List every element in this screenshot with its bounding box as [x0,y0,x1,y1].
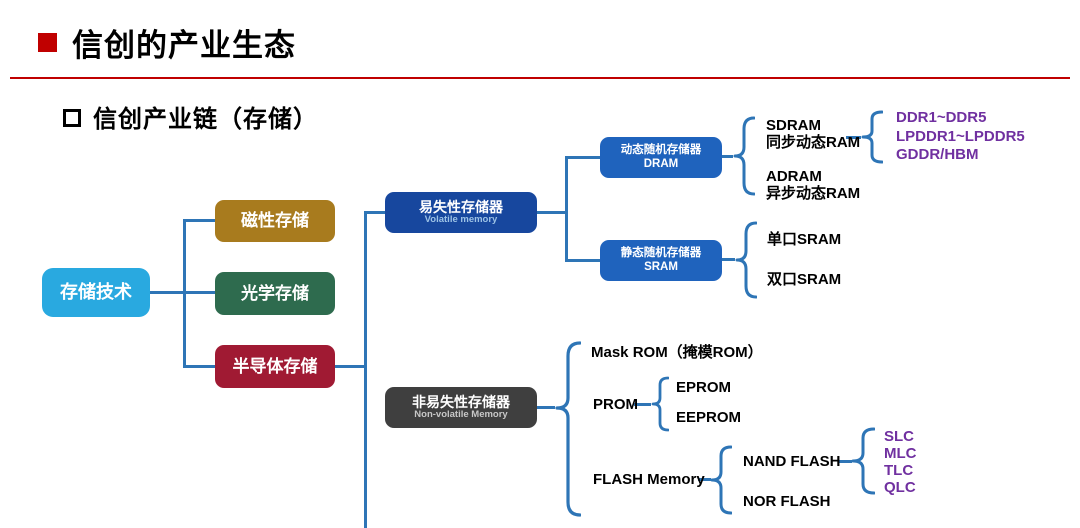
brace-nand-icon [851,427,875,495]
connector-sdram-brace [846,136,861,139]
label-flash-memory: FLASH Memory [593,471,705,488]
brace-dram-icon [733,116,755,196]
connector-to-dram [565,156,600,159]
label-tlc: TLC [884,462,914,479]
title-divider [10,77,1070,79]
node-volatile-subtitle: Volatile memory [424,214,498,226]
node-sram: 静态随机存储器 SRAM [600,240,722,281]
node-dram-title: 动态随机存储器 [620,144,702,157]
label-nand-flash: NAND FLASH [743,453,841,470]
connector-nonvolatile-brace [537,406,555,409]
connector-volatile-out [537,211,567,214]
page-title: 信创的产业生态 [72,28,296,63]
connector-semi-to-trunk [335,365,367,368]
connector-trunk-main [364,211,367,528]
node-storage-tech-label: 存储技术 [60,282,132,303]
node-dram-abbr: DRAM [643,157,679,170]
node-sram-title: 静态随机存储器 [620,247,702,260]
connector-to-semiconductor [183,365,215,368]
node-volatile-title: 易失性存储器 [419,198,503,215]
label-single-port-sram: 单口SRAM [767,231,842,248]
brace-nonvolatile-icon [555,341,581,517]
connector-dram-brace [722,155,733,158]
node-dram: 动态随机存储器 DRAM [600,137,722,178]
node-magnetic-storage: 磁性存储 [215,200,335,242]
label-adram-subtitle: 异步动态RAM [766,185,861,202]
brace-sdram-icon [861,110,883,164]
node-nonvolatile-memory: 非易失性存储器 Non-volatile Memory [385,387,537,428]
connector-trunk-left [183,220,186,368]
label-sdram-types: DDR1~DDR5 LPDDR1~LPDDR5 GDDR/HBM [896,109,1025,165]
label-ddr: DDR1~DDR5 [896,109,987,126]
connector-to-sram [565,259,600,262]
label-mask-rom: Mask ROM（掩模ROM） [591,344,763,361]
brace-sram-icon [735,221,757,299]
label-adram-title: ADRAM [766,168,822,185]
brace-prom-icon [651,376,669,432]
label-eeprom: EEPROM [676,409,742,426]
node-sram-abbr: SRAM [644,260,678,273]
node-optical-label: 光学存储 [241,283,309,303]
title-bullet-icon [38,33,57,52]
label-prom: PROM [593,396,638,413]
section-subtitle: 信创产业链（存储） [93,106,318,133]
node-nonvolatile-subtitle: Non-volatile Memory [414,409,508,421]
label-lpddr: LPDDR1~LPDDR5 [896,127,1025,145]
connector-to-magnetic [183,219,215,222]
label-gddr-hbm: GDDR/HBM [896,146,979,163]
label-qlc: QLC [884,479,916,496]
node-magnetic-label: 磁性存储 [241,211,309,231]
node-storage-tech: 存储技术 [42,268,150,317]
node-semiconductor-storage: 半导体存储 [215,345,335,388]
connector-volatile-branch [565,156,568,262]
label-nor-flash: NOR FLASH [743,493,831,510]
label-sdram-title: SDRAM [766,117,821,134]
brace-flash-icon [710,445,732,515]
label-slc: SLC [884,428,914,445]
label-eprom: EPROM [676,379,732,396]
connector-root-optical [150,291,215,294]
node-semiconductor-label: 半导体存储 [232,356,318,376]
node-optical-storage: 光学存储 [215,272,335,315]
connector-flash-brace [698,478,711,481]
label-sdram-subtitle: 同步动态RAM [766,134,861,151]
label-sdram: SDRAM 同步动态RAM [766,117,860,151]
label-mlc: MLC [884,445,917,462]
label-dual-port-sram: 双口SRAM [767,271,842,288]
label-adram: ADRAM 异步动态RAM [766,168,860,202]
subtitle-bullet-icon [63,109,81,127]
node-nonvolatile-title: 非易失性存储器 [412,393,510,410]
connector-to-volatile [364,211,385,214]
label-nand-types: SLC MLC TLC QLC [884,428,917,496]
connector-nand-brace [838,460,852,463]
connector-sram-brace [722,258,735,261]
node-volatile-memory: 易失性存储器 Volatile memory [385,192,537,233]
connector-prom-brace [634,403,651,406]
